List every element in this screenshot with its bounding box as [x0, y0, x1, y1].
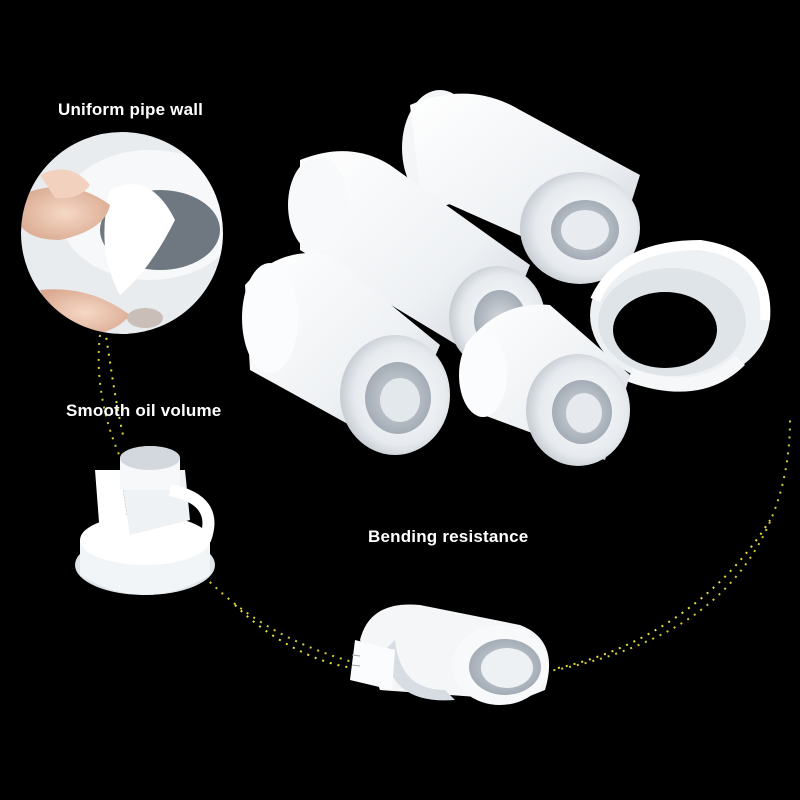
dotted-arc-right [557, 519, 771, 669]
tube-roll-large-back [402, 90, 640, 284]
fingers-holding-tube-detail [20, 131, 224, 335]
tube-roll-right-front [459, 304, 630, 466]
tube-coil-loose [590, 239, 771, 392]
caption-uniform-pipe-wall: Uniform pipe wall [58, 100, 204, 119]
caption-smooth-oil-volume: Smooth oil volume [66, 401, 222, 420]
tube-roll-left-front [242, 253, 450, 455]
folded-tube-stack-detail [75, 446, 215, 595]
bent-tube-detail [350, 604, 550, 705]
dotted-arc-left [234, 604, 356, 669]
caption-bending-resistance: Bending resistance [368, 527, 529, 546]
